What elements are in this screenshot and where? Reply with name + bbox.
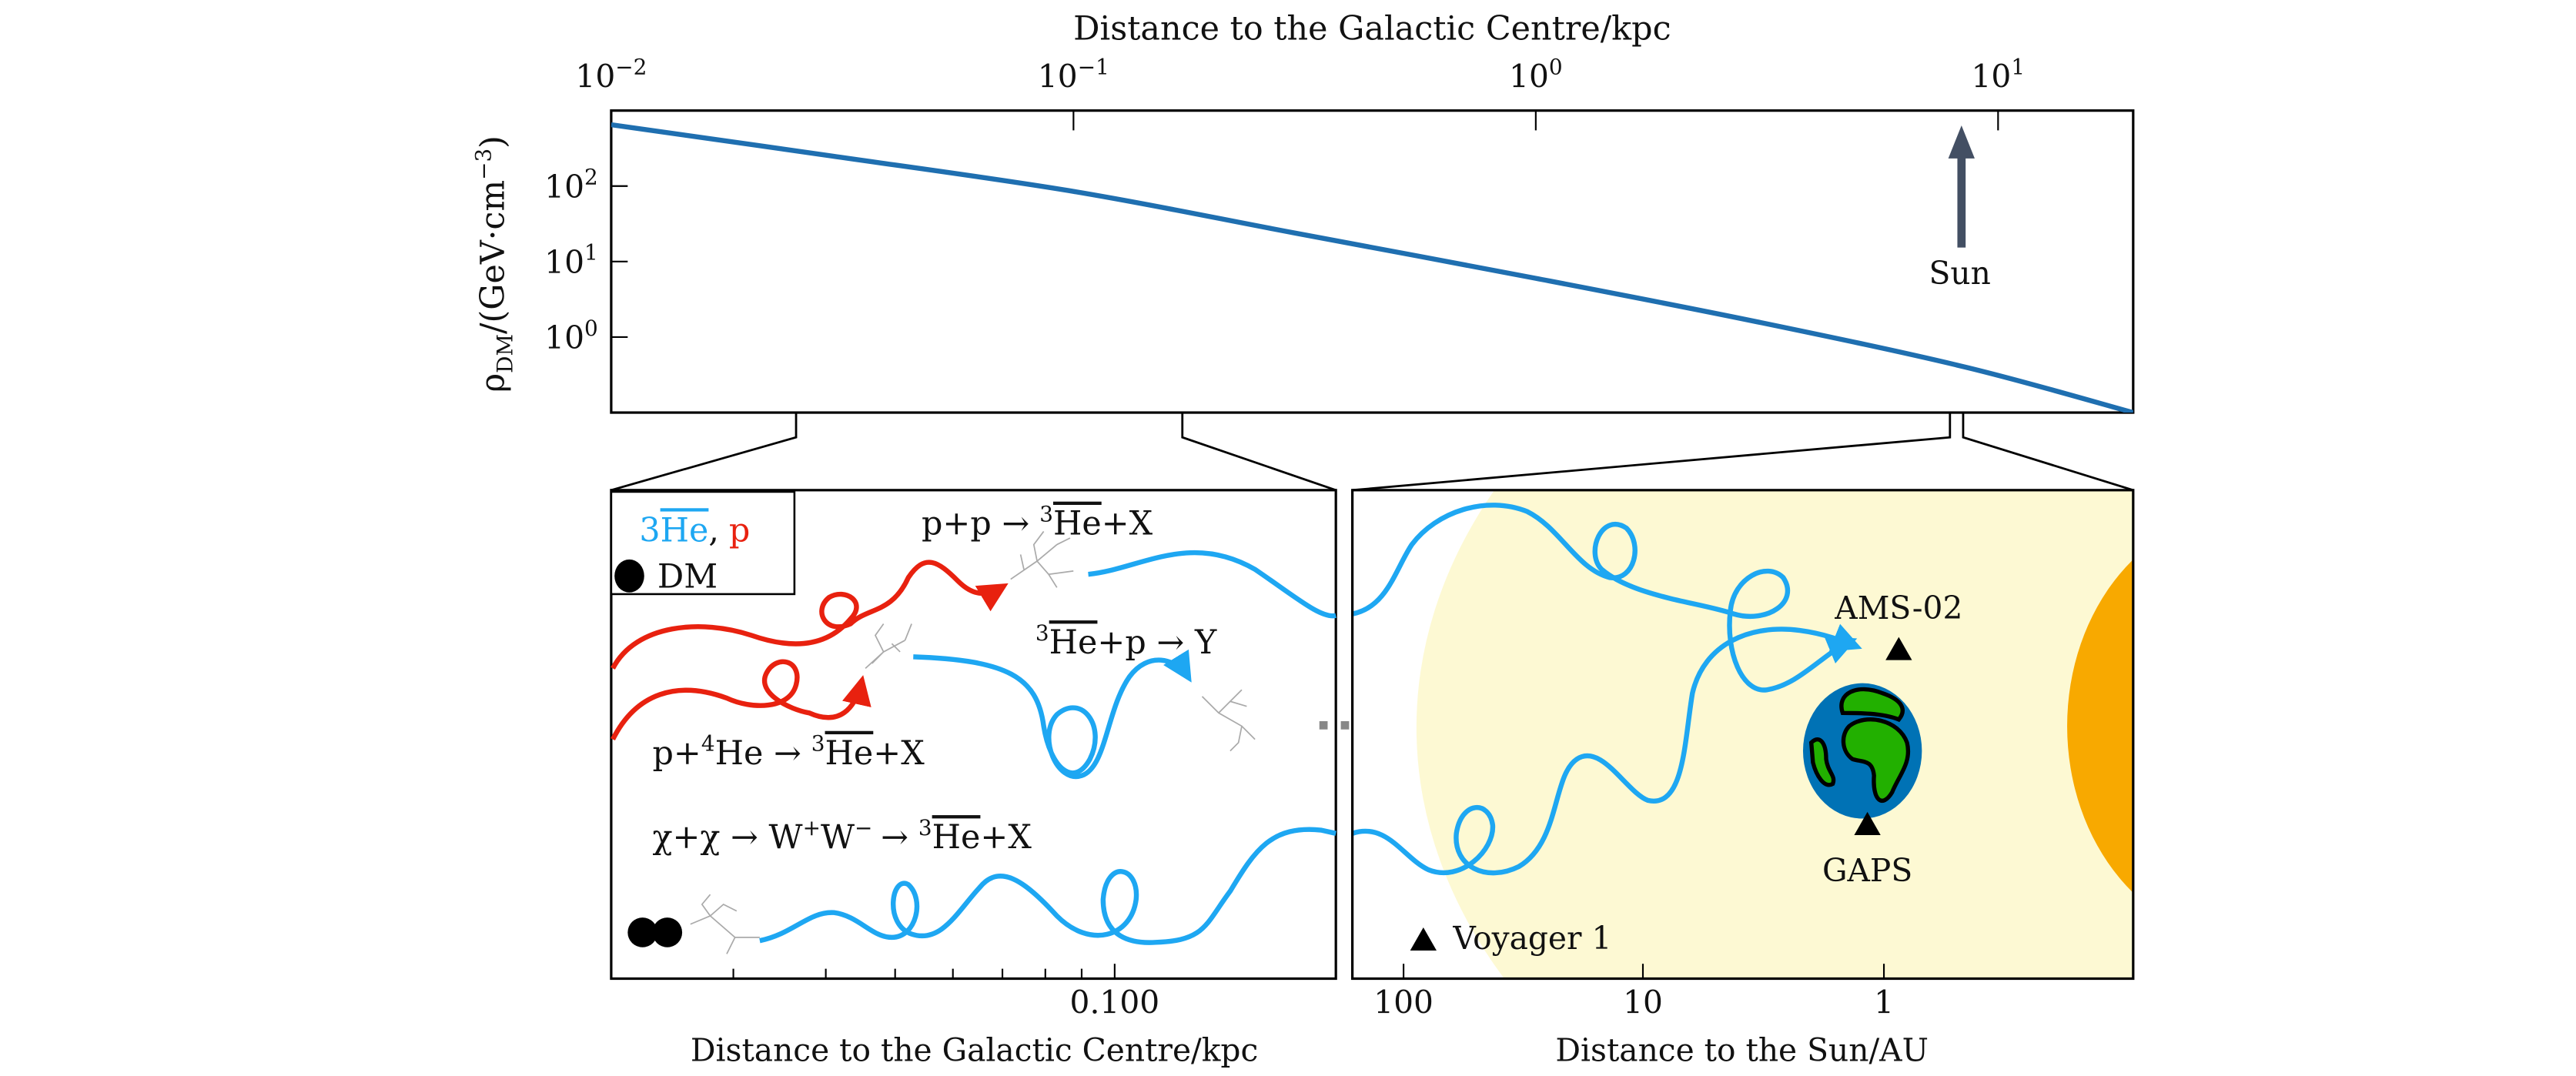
y-axis-title: ρDM/(GeV·cm−3) xyxy=(470,135,517,393)
tick-label-100: 100 xyxy=(1373,984,1434,1021)
voyager-marker-icon xyxy=(1410,927,1437,951)
top-x-axis-title: Distance to the Galactic Centre/kpc xyxy=(1073,9,1671,48)
proton-tracks xyxy=(611,560,1009,741)
solar-x-axis-title: Distance to the Sun/AU xyxy=(1555,1032,1929,1069)
reaction-annihilation: 3He+p → Y xyxy=(1035,620,1217,662)
tick-label-1: 1 xyxy=(1874,984,1894,1021)
earth-icon xyxy=(1802,683,1922,819)
y-tick-label: 101 xyxy=(544,240,598,281)
x-tick-label: 101 xyxy=(1972,54,2026,95)
sun-label: Sun xyxy=(1929,255,1990,292)
galactic-x-axis-title: Distance to the Galactic Centre/kpc xyxy=(691,1032,1258,1069)
plot-frame xyxy=(610,109,2135,414)
top-chart: Distance to the Galactic Centre/kpc 10−2… xyxy=(470,9,2135,414)
reaction-dm: χ+χ → W+W−→3He+X xyxy=(652,815,1032,857)
x-tick-label: 10−2 xyxy=(575,54,647,95)
dm-particle-icon xyxy=(614,559,644,593)
heliosphere xyxy=(1416,490,2133,979)
gaps-label: GAPS xyxy=(1822,852,1912,889)
antihelium-tracks xyxy=(627,550,1337,947)
x-tick-label: 100 xyxy=(1509,54,1563,95)
tick-label-10: 10 xyxy=(1623,984,1663,1021)
x-tick-label: 10−1 xyxy=(1038,54,1109,95)
dm-pair-icon xyxy=(627,917,657,947)
svg-text:DM: DM xyxy=(657,557,718,596)
svg-text:3He,p: 3He,p xyxy=(639,511,750,550)
y-tick-label: 100 xyxy=(544,316,598,356)
minor-ticks xyxy=(732,964,1116,979)
ams-label: AMS-02 xyxy=(1834,590,1962,627)
legend: 3He,p DM xyxy=(610,490,796,596)
voyager-label: Voyager 1 xyxy=(1452,920,1611,957)
gaps-marker-icon xyxy=(1854,811,1881,835)
reaction-pp: p+p →3He+X xyxy=(922,502,1153,543)
density-curve xyxy=(611,122,2133,413)
tick-label-0.100: 0.100 xyxy=(1070,984,1160,1021)
reaction-p-he4: p+4He →3He+X xyxy=(652,731,925,773)
solar-panel: 100 10 1 Distance to the Sun/AU AMS-02 G… xyxy=(1351,489,2135,1069)
sun-arrow xyxy=(1948,125,1975,248)
top-x-ticks: 10−2 10−1 100 101 xyxy=(575,54,2026,131)
sun-disc xyxy=(2067,559,2133,893)
top-y-ticks: 102 101 100 xyxy=(544,165,628,356)
galactic-panel: 0.100 Distance to the Galactic Centre/kp… xyxy=(610,489,1337,1069)
ams-marker-icon xyxy=(1885,637,1912,660)
zoom-connectors xyxy=(611,413,2134,492)
y-tick-label: 102 xyxy=(544,165,598,206)
shower-icon xyxy=(690,530,1256,954)
